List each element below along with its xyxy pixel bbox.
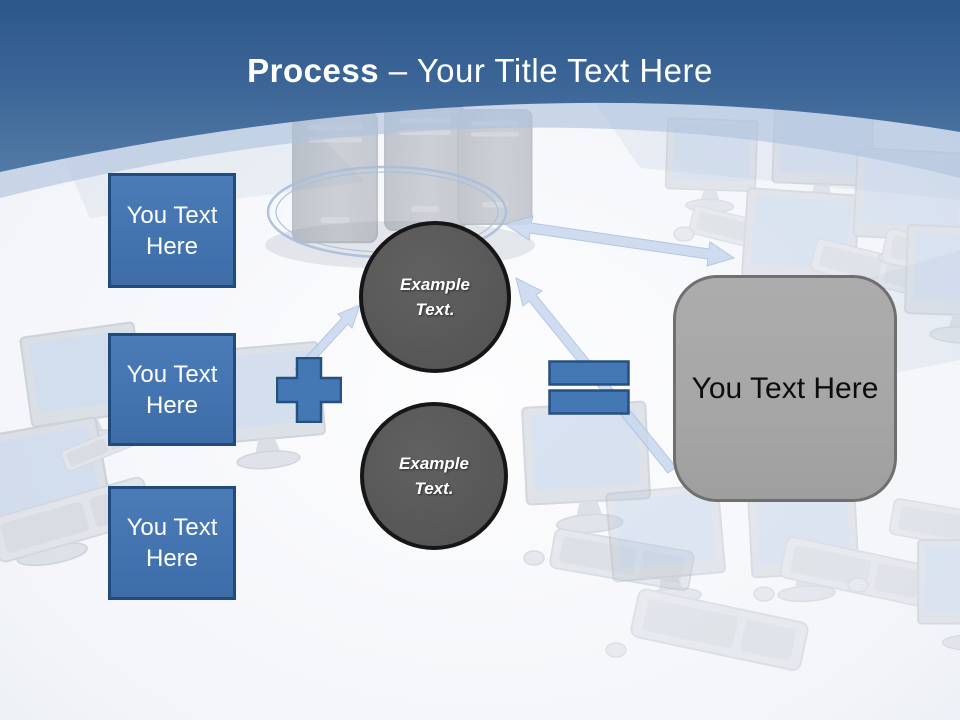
example-circle-1[interactable]: Example Text. bbox=[359, 221, 511, 373]
plus-operator-shape bbox=[276, 357, 342, 423]
text-box-3[interactable]: You Text Here bbox=[108, 486, 236, 600]
slide-title: Process – Your Title Text Here bbox=[0, 52, 960, 90]
example-circle-1-label: Example Text. bbox=[400, 275, 470, 319]
example-circle-2-label: Example Text. bbox=[399, 454, 469, 498]
text-box-1[interactable]: You Text Here bbox=[108, 173, 236, 288]
text-box-2[interactable]: You Text Here bbox=[108, 333, 236, 446]
header-blue-banner bbox=[0, 0, 960, 172]
title-keyword: Process bbox=[247, 52, 380, 89]
result-box[interactable]: You Text Here bbox=[673, 275, 897, 502]
text-box-2-label: You Text Here bbox=[126, 360, 218, 419]
result-box-label: You Text Here bbox=[691, 371, 879, 405]
example-circle-2[interactable]: Example Text. bbox=[360, 402, 508, 550]
equals-operator-shape bbox=[548, 360, 630, 415]
title-subtitle: – Your Title Text Here bbox=[379, 52, 713, 89]
text-box-3-label: You Text Here bbox=[126, 514, 218, 572]
text-box-1-label: You Text Here bbox=[126, 201, 218, 260]
arrow-hub-to-right bbox=[503, 215, 736, 267]
header-curve-band bbox=[0, 102, 960, 198]
